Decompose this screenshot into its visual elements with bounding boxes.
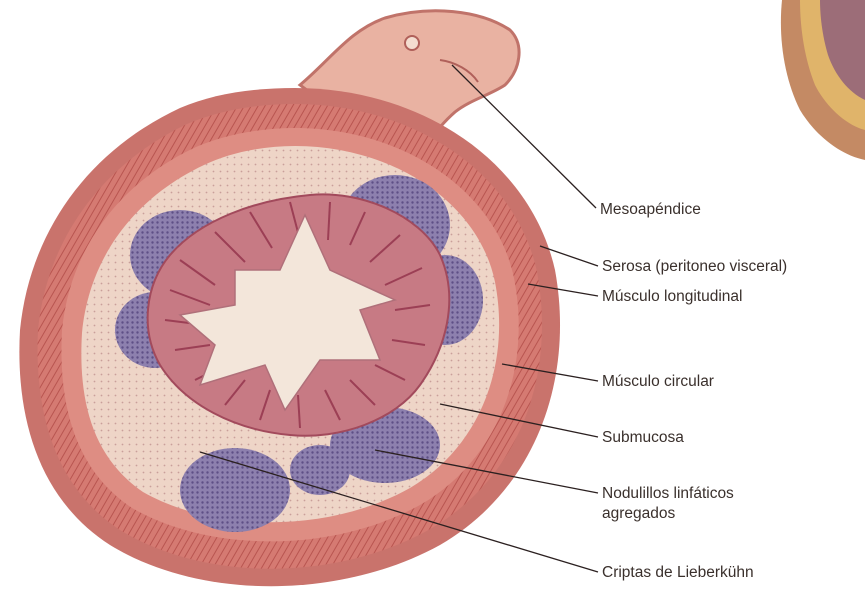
label-mesoapendice: Mesoapéndice	[600, 200, 701, 219]
label-nodulillos-line2: agregados	[602, 504, 675, 523]
adjacent-specimen-fragment	[781, 0, 865, 160]
label-criptas: Criptas de Lieberkühn	[602, 563, 754, 582]
label-serosa: Serosa (peritoneo visceral)	[602, 257, 787, 276]
label-musculo-circular: Músculo circular	[602, 372, 714, 391]
label-musculo-longitudinal: Músculo longitudinal	[602, 287, 742, 306]
label-nodulillos-line1: Nodulillos linfáticos	[602, 484, 734, 503]
label-submucosa: Submucosa	[602, 428, 684, 447]
